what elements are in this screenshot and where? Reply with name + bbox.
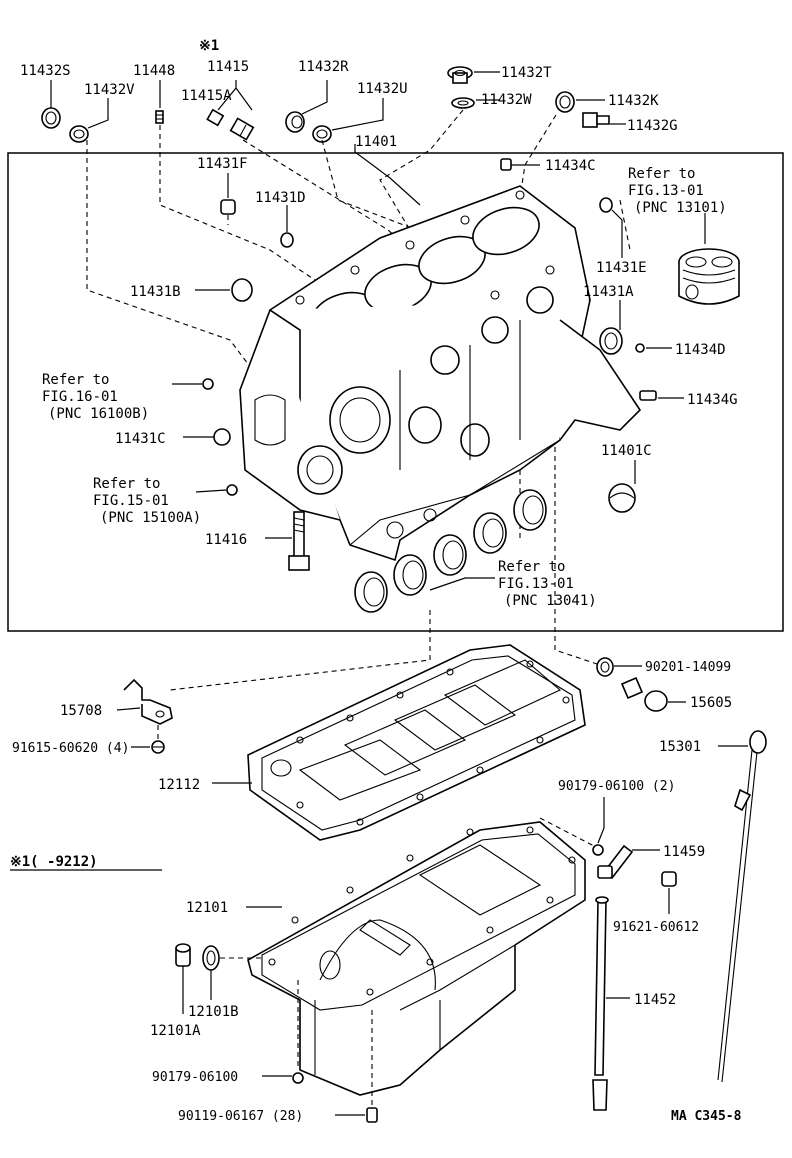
plug-fig15 [226, 484, 238, 496]
seal-11432s[interactable] [41, 107, 61, 129]
label-90201-14099: 90201-14099 [645, 660, 731, 675]
plug-11431c[interactable] [213, 428, 231, 446]
plug-11431d[interactable] [280, 232, 294, 248]
ref-bearing-line1: Refer to [498, 559, 565, 575]
label-11416: 11416 [205, 532, 247, 548]
piston-icon [678, 248, 740, 305]
oil-pan-12101[interactable] [247, 821, 586, 1096]
block-section-frame [7, 152, 784, 632]
label-11431c: 11431C [115, 431, 166, 447]
nut-91615[interactable] [151, 740, 165, 754]
label-15605: 15605 [690, 695, 732, 711]
ring-11432k[interactable] [555, 91, 575, 113]
label-11431b: 11431B [130, 284, 181, 300]
label-11432k: 11432K [608, 93, 659, 109]
drain-plug-12101a[interactable] [175, 943, 191, 967]
bolt-11416[interactable] [288, 511, 310, 571]
label-11401c: 11401C [601, 443, 652, 459]
label-11431d: 11431D [255, 190, 306, 206]
label-15708: 15708 [60, 703, 102, 719]
ring-11432u[interactable] [312, 125, 332, 143]
gasket-12101b[interactable] [202, 945, 220, 971]
label-11431f: 11431F [197, 156, 248, 172]
label-11432s: 11432S [20, 63, 71, 79]
label-11432g: 11432G [627, 118, 678, 134]
label-12101a: 12101A [150, 1023, 201, 1039]
gasket-90201-14099[interactable] [596, 657, 614, 677]
plug-11434g[interactable] [639, 390, 657, 401]
bearing-11401c[interactable] [608, 483, 636, 513]
label-11401: 11401 [355, 134, 397, 150]
plug-11431a[interactable] [599, 327, 623, 355]
label-90119-06167: 90119-06167 (28) [178, 1109, 303, 1124]
label-11452: 11452 [634, 992, 676, 1008]
plug-fig16 [202, 378, 214, 390]
plug-11434c[interactable] [500, 158, 512, 171]
plug-11431f[interactable] [220, 199, 236, 215]
ring-11432v[interactable] [69, 125, 89, 143]
bolt-91621-60612[interactable] [661, 871, 677, 887]
label-12101: 12101 [186, 900, 228, 916]
ref-fig15-line1: Refer to [93, 476, 160, 492]
oil-pan-gasket-12112[interactable] [247, 644, 586, 841]
label-90179-06100: 90179-06100 [152, 1070, 238, 1085]
ref-bearing-line2: FIG.13-01 [498, 576, 574, 592]
label-11459: 11459 [663, 844, 705, 860]
note-range: ※1( -9212) [10, 854, 98, 870]
bolt-90119-06167[interactable] [366, 1107, 378, 1123]
plug-11432r[interactable] [285, 111, 305, 133]
label-11431e: 11431E [596, 260, 647, 276]
ref-fig15-line3: (PNC 15100A) [100, 510, 201, 526]
plug-11432g[interactable] [582, 112, 610, 128]
ref-piston-line1: Refer to [628, 166, 695, 182]
plug-11448[interactable] [155, 110, 164, 124]
plug-11415[interactable] [229, 117, 255, 141]
label-11434g: 11434G [687, 392, 738, 408]
label-11432u: 11432U [357, 81, 408, 97]
label-91615-60620: 91615-60620 (4) [12, 741, 129, 756]
label-11415a: 11415A [181, 88, 232, 104]
gasket-11432w[interactable] [451, 97, 475, 109]
label-11415: 11415 [207, 59, 249, 75]
bolt-90179-06100[interactable] [292, 1072, 304, 1084]
ref-fig15-line2: FIG.15-01 [93, 493, 169, 509]
plug-11432t[interactable] [447, 66, 473, 84]
label-12112: 12112 [158, 777, 200, 793]
dipstick-15301[interactable] [717, 730, 767, 1083]
ref-bearing-line3: (PNC 13041) [504, 593, 597, 609]
label-11434c: 11434C [545, 158, 596, 174]
ref-fig16-line1: Refer to [42, 372, 109, 388]
plug-15605[interactable] [620, 676, 668, 712]
label-11432w: 11432W [481, 92, 532, 108]
label-11431a: 11431A [583, 284, 634, 300]
bracket-11459[interactable] [597, 844, 634, 880]
ref-fig16-line3: (PNC 16100B) [48, 406, 149, 422]
dipstick-guide-11452[interactable] [592, 896, 609, 1111]
label-11432t: 11432T [501, 65, 552, 81]
label-91621-60612: 91621-60612 [613, 920, 699, 935]
plug-11431e[interactable] [599, 197, 613, 213]
label-11432v: 11432V [84, 82, 135, 98]
plug-11431b[interactable] [231, 278, 253, 302]
label-15301: 15301 [659, 739, 701, 755]
label-11434d: 11434D [675, 342, 726, 358]
plug-11415a[interactable] [206, 108, 225, 127]
main-bearing-set [354, 489, 547, 613]
ref-piston-line2: FIG.13-01 [628, 183, 704, 199]
note-mark: ※1 [199, 38, 219, 54]
plug-11434d[interactable] [635, 343, 645, 353]
diagram-code: MA C345-8 [671, 1109, 742, 1124]
strainer-15708[interactable] [123, 678, 173, 725]
ref-piston-line3: (PNC 13101) [634, 200, 727, 216]
label-12101b: 12101B [188, 1004, 239, 1020]
cylinder-block-11401[interactable] [239, 185, 642, 562]
label-11448: 11448 [133, 63, 175, 79]
label-90179-06100-2: 90179-06100 (2) [558, 779, 675, 794]
ref-fig16-line2: FIG.16-01 [42, 389, 118, 405]
label-11432r: 11432R [298, 59, 349, 75]
nut-90179-06100-2[interactable] [592, 844, 604, 856]
